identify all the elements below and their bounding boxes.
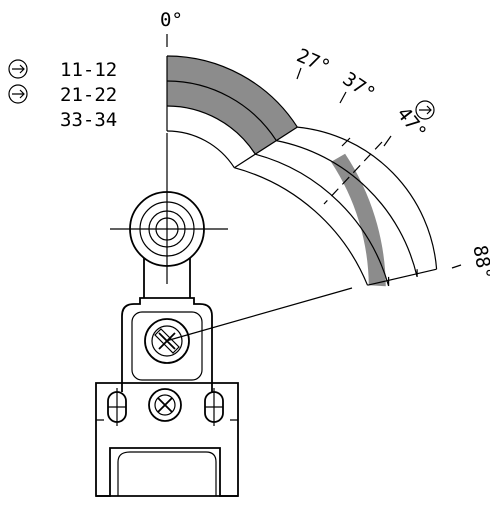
contact-row-21-22: 21-22 [8,84,117,106]
contact-row-33-34: 33-34 [60,109,117,131]
contact-legend: 11-12 21-22 33-34 [8,59,117,131]
lever-arm [143,258,191,298]
arrow-circle-icon [8,84,28,104]
angle-label-47: 47° [392,103,430,144]
zero-reference: 0° [160,9,183,176]
band-lower-shaded [331,153,386,287]
screw-icon [144,318,190,364]
contact-label: 33-34 [60,109,117,131]
boundary-27 [233,126,298,169]
angle-label-37: 37° [339,68,380,105]
switch-base [95,382,239,497]
contact-row-11-12: 11-12 [8,59,117,81]
mounting-slot-left [107,388,127,426]
contact-label: 11-12 [60,59,117,81]
angle-markers: 27° 37° 47° 88° [293,45,490,282]
mounting-slot-right [204,388,224,426]
angle-label-0: 0° [160,9,183,31]
head-housing [121,297,213,392]
band-21-22-shaded [167,81,277,155]
boundary-47-dashed [323,141,383,205]
arrow-circle-icon [8,59,28,79]
contact-label: 21-22 [60,84,117,106]
roller [110,176,228,284]
lever-angle-line [165,287,353,342]
limit-switch-drawing [95,176,239,497]
screw-icon [148,388,182,422]
arrow-circle-icon [415,100,435,120]
travel-bands [166,55,438,287]
angle-label-88: 88° [468,244,490,282]
